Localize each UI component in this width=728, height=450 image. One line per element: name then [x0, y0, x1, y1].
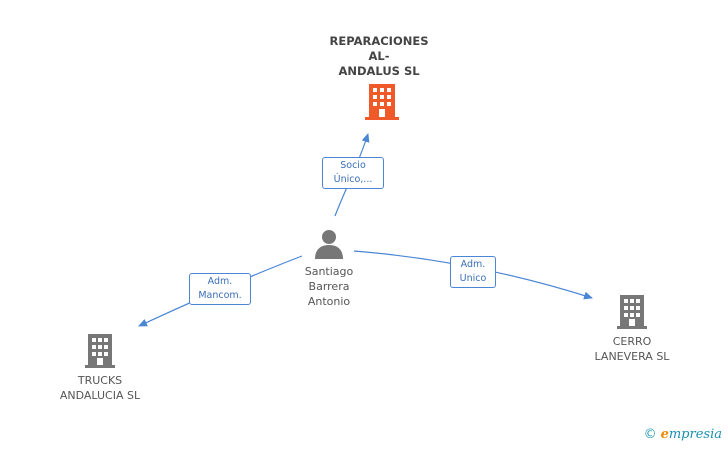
edge-label-adm-mancom[interactable]: Adm. Mancom. [189, 273, 251, 305]
empresia-logo: ©empresia [643, 427, 722, 442]
building-icon[interactable] [365, 84, 399, 120]
building-icon[interactable] [617, 295, 647, 329]
edge-label-socio[interactable]: Socio Único,... [322, 157, 384, 189]
copyright-symbol: © [643, 427, 657, 442]
person-icon[interactable] [314, 229, 344, 259]
node-label-trucks[interactable]: TRUCKS ANDALUCIA SL [59, 374, 141, 402]
building-icon[interactable] [85, 334, 115, 368]
node-label-cerro[interactable]: CERRO LANEVERA SL [594, 335, 670, 363]
node-label-reparaciones[interactable]: REPARACIONES AL- ANDALUS SL [329, 34, 429, 78]
node-label-santiago[interactable]: Santiago Barrera Antonio [304, 265, 354, 308]
edge-label-adm-unico[interactable]: Adm. Unico [450, 256, 496, 288]
